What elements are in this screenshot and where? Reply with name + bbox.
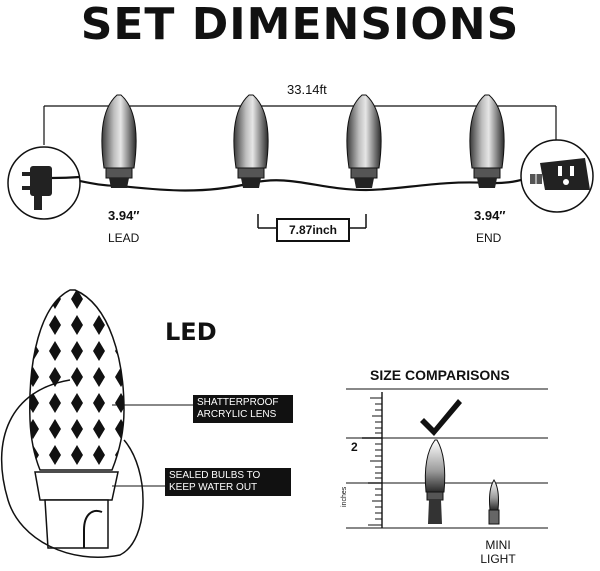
lead-length-label: LEAD: [108, 231, 140, 245]
ruler-tick-label: 2: [351, 440, 358, 454]
page-title: SET DIMENSIONS: [80, 0, 520, 50]
sealed-callout: SEALED BULBS TO KEEP WATER OUT: [165, 468, 291, 496]
bulb: [469, 94, 505, 188]
socket-icon: [520, 139, 594, 213]
mini-light-icon: [488, 479, 500, 525]
end-length-label: END: [476, 231, 502, 245]
lens-callout: SHATTERPROOF ARCRYLIC LENS: [193, 395, 293, 423]
mini-label-line2: LIGHT: [480, 552, 516, 566]
bulb-icon: [424, 439, 446, 524]
check-icon: [420, 399, 462, 436]
led-bulb-illustration: [0, 289, 144, 558]
bulb-spacing-label: 7.87inch: [276, 218, 350, 242]
led-heading: LED: [165, 318, 217, 346]
end-length-value: 3.94″: [474, 208, 506, 223]
plug-icon: [7, 146, 81, 220]
ruler: [362, 392, 383, 528]
bulb: [101, 94, 137, 188]
bulb: [346, 94, 382, 188]
size-comparison-panel: [346, 388, 548, 529]
lead-length-value: 3.94″: [108, 208, 140, 223]
ruler-unit-label: inches: [341, 486, 348, 507]
bulb: [233, 94, 269, 188]
total-length-label: 33.14ft: [287, 82, 327, 97]
mini-label-line1: MINI: [485, 538, 511, 552]
mini-light-label: MINI LIGHT: [476, 538, 520, 566]
size-comparisons-heading: SIZE COMPARISONS: [370, 367, 510, 383]
